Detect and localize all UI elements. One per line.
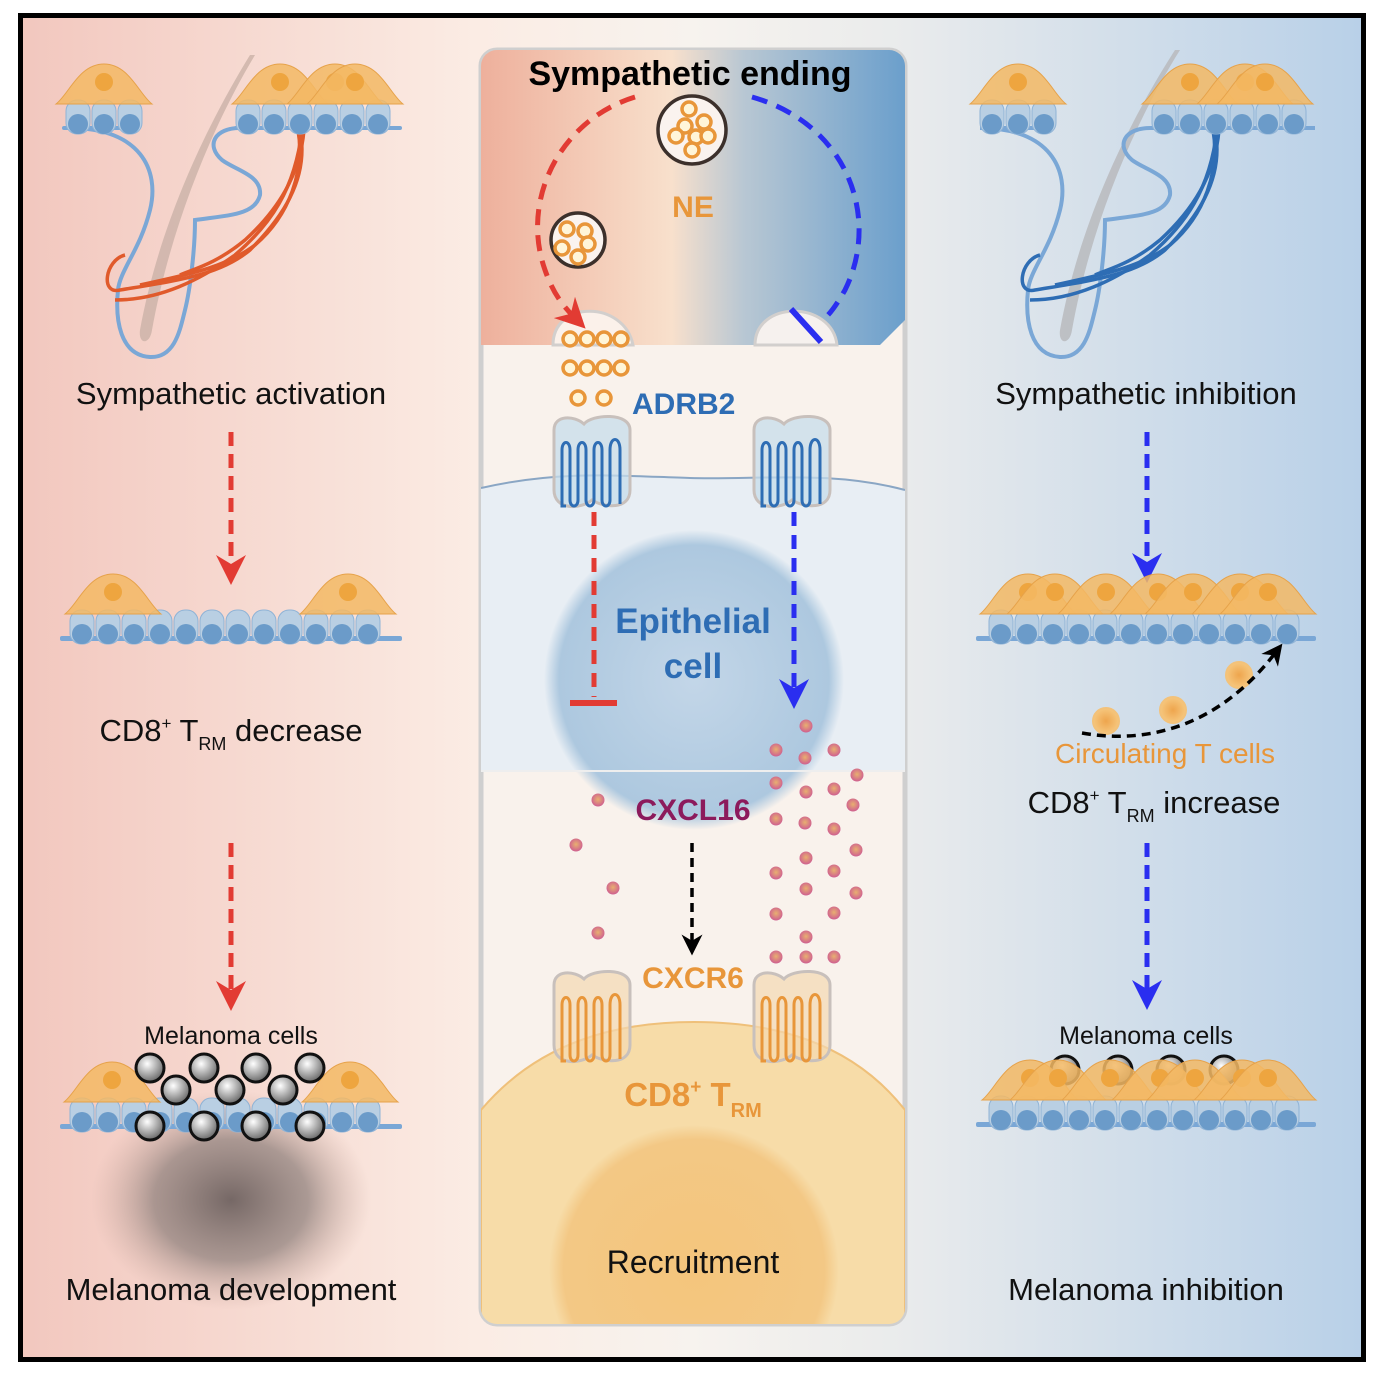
left-title: Sympathetic activation bbox=[76, 376, 386, 411]
vesicle-large bbox=[656, 94, 728, 166]
adrb2-receptor-left bbox=[552, 414, 632, 509]
center-panel: Sympathetic ending NE ADRB2 Epithelial c… bbox=[478, 47, 908, 1327]
figure-frame bbox=[18, 13, 1366, 1362]
left-outcome-label: Melanoma development bbox=[66, 1272, 397, 1307]
cxcl16-molecule bbox=[827, 782, 841, 796]
right-outcome-label: Melanoma inhibition bbox=[1008, 1272, 1284, 1307]
center-title: Sympathetic ending bbox=[528, 55, 851, 93]
cxcr6-receptor-right bbox=[752, 969, 832, 1064]
trm-nucleus bbox=[549, 1125, 839, 1324]
epidermis-sparse-trm bbox=[60, 573, 402, 645]
right-melanoma-cells-label: Melanoma cells bbox=[1059, 1022, 1233, 1050]
right-trm-increase-label: CD8+ TRM increase bbox=[1028, 785, 1281, 826]
left-melanoma-cells-label: Melanoma cells bbox=[144, 1022, 318, 1050]
ne-label: NE bbox=[672, 191, 714, 224]
left-panel: Sympathetic activation CD8+ TRM decrease… bbox=[55, 55, 404, 1310]
epidermis-tumor-controlled bbox=[976, 1059, 1317, 1131]
cxcr6-label: CXCR6 bbox=[642, 962, 744, 995]
cxcl16-molecule bbox=[798, 816, 812, 830]
recruitment-label: Recruitment bbox=[607, 1244, 780, 1280]
ne-inhibition-arc bbox=[751, 94, 862, 322]
cxcl16-molecule bbox=[769, 776, 783, 790]
cxcl16-molecule bbox=[569, 838, 583, 852]
epithelial-nucleus bbox=[544, 530, 844, 830]
hair-follicle-illustration-left bbox=[55, 55, 404, 360]
cxcl16-molecule bbox=[769, 743, 783, 757]
adrb2-label: ADRB2 bbox=[632, 388, 735, 421]
cxcl16-molecule bbox=[591, 793, 605, 807]
epithelial-label-line1: Epithelial bbox=[615, 602, 771, 641]
cell-membrane bbox=[481, 474, 905, 491]
left-trm-decrease-label: CD8+ TRM decrease bbox=[99, 713, 362, 754]
circulating-t-cells bbox=[1092, 661, 1253, 735]
cxcl16-molecule bbox=[799, 719, 813, 733]
cxcl16-molecule bbox=[827, 950, 841, 964]
center-trm-label: CD8+ TRM bbox=[624, 1076, 762, 1122]
adrb2-receptor-right bbox=[752, 414, 832, 509]
cxcl16-molecule bbox=[769, 866, 783, 880]
cxcl16-molecule bbox=[827, 743, 841, 757]
cxcl16-molecule bbox=[798, 751, 812, 765]
vesicle-small bbox=[549, 211, 607, 269]
cxcl16-molecule bbox=[769, 812, 783, 826]
cxcl16-molecule bbox=[799, 950, 813, 964]
cxcl16-molecule bbox=[827, 822, 841, 836]
cxcl16-molecule bbox=[849, 886, 863, 900]
cxcl16-molecule bbox=[827, 864, 841, 878]
cxcl16-molecule bbox=[799, 930, 813, 944]
cxcl16-molecule bbox=[591, 926, 605, 940]
epidermis-dense-trm bbox=[976, 573, 1317, 645]
hair-follicle-illustration-right bbox=[969, 50, 1315, 360]
cxcl16-label: CXCL16 bbox=[635, 794, 750, 827]
right-title: Sympathetic inhibition bbox=[995, 376, 1297, 411]
cxcl16-molecule bbox=[799, 851, 813, 865]
cxcl16-molecules bbox=[569, 719, 864, 964]
cxcl16-molecule bbox=[799, 785, 813, 799]
right-panel: Sympathetic inhibition Circulating T cel… bbox=[969, 50, 1317, 1307]
circulating-t-cells-label: Circulating T cells bbox=[1055, 738, 1275, 769]
nerve-fibers-inhibited bbox=[1020, 129, 1221, 302]
epithelial-label-line2: cell bbox=[664, 647, 722, 686]
cxcl16-molecule bbox=[850, 768, 864, 782]
nerve-fibers-activated bbox=[105, 129, 306, 302]
cxcl16-molecule bbox=[799, 882, 813, 896]
cxcl16-molecule bbox=[769, 907, 783, 921]
cxcr6-receptor-left bbox=[552, 969, 632, 1064]
cxcl16-molecule bbox=[769, 950, 783, 964]
cxcl16-molecule bbox=[849, 843, 863, 857]
cxcl16-molecule bbox=[846, 798, 860, 812]
cxcl16-molecule bbox=[606, 881, 620, 895]
cxcl16-molecule bbox=[827, 906, 841, 920]
melanoma-lesion bbox=[91, 1090, 371, 1310]
inhibition-bar-top bbox=[788, 306, 824, 345]
ne-release-arrow bbox=[535, 94, 636, 329]
